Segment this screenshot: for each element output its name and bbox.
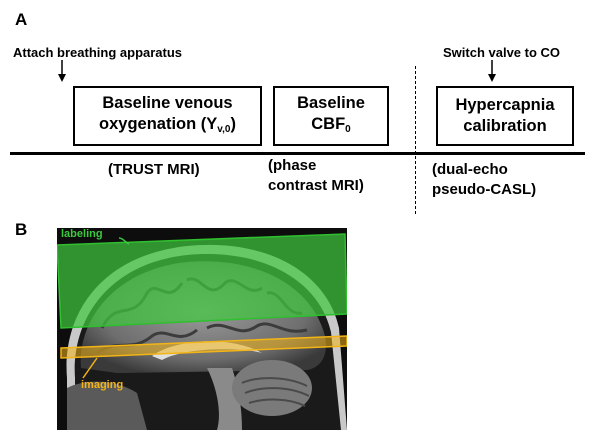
imaging-label: imaging [81,379,124,391]
sagittal-mri-image: labeling imaging [57,228,347,430]
method-phase-contrast: (phase contrast MRI) [268,157,364,194]
method-trust: (TRUST MRI) [108,161,200,178]
hypercapnia-box: Hypercapnia calibration [436,86,574,146]
box2-line1: Baseline [297,93,365,112]
switch-valve-annotation: Switch valve to CO [443,45,561,60]
box3-line1: Hypercapnia [455,96,555,114]
down-arrow-icon [58,60,66,82]
labeling-label: labeling [61,228,103,240]
box2-line2: CBF0 [311,114,351,135]
attach-apparatus-annotation: Attach breathing apparatus [13,45,183,60]
box1-line2: oxygenation (Yv,0) [99,114,236,135]
baseline-venous-box: Baseline venous oxygenation (Yv,0) [73,86,262,146]
panel-b-letter: B [15,220,28,239]
method-pcasl: (dual-echo pseudo-CASL) [432,161,537,198]
timeline-axis [10,152,585,155]
mri-illustration [57,233,347,430]
box1-line1: Baseline venous [102,93,233,112]
box3-line2: calibration [463,117,547,135]
valve-switch-divider [415,66,416,214]
panel-a-letter: A [15,10,28,29]
baseline-cbf-box: Baseline CBF0 [273,86,389,146]
down-arrow-icon [488,60,496,82]
